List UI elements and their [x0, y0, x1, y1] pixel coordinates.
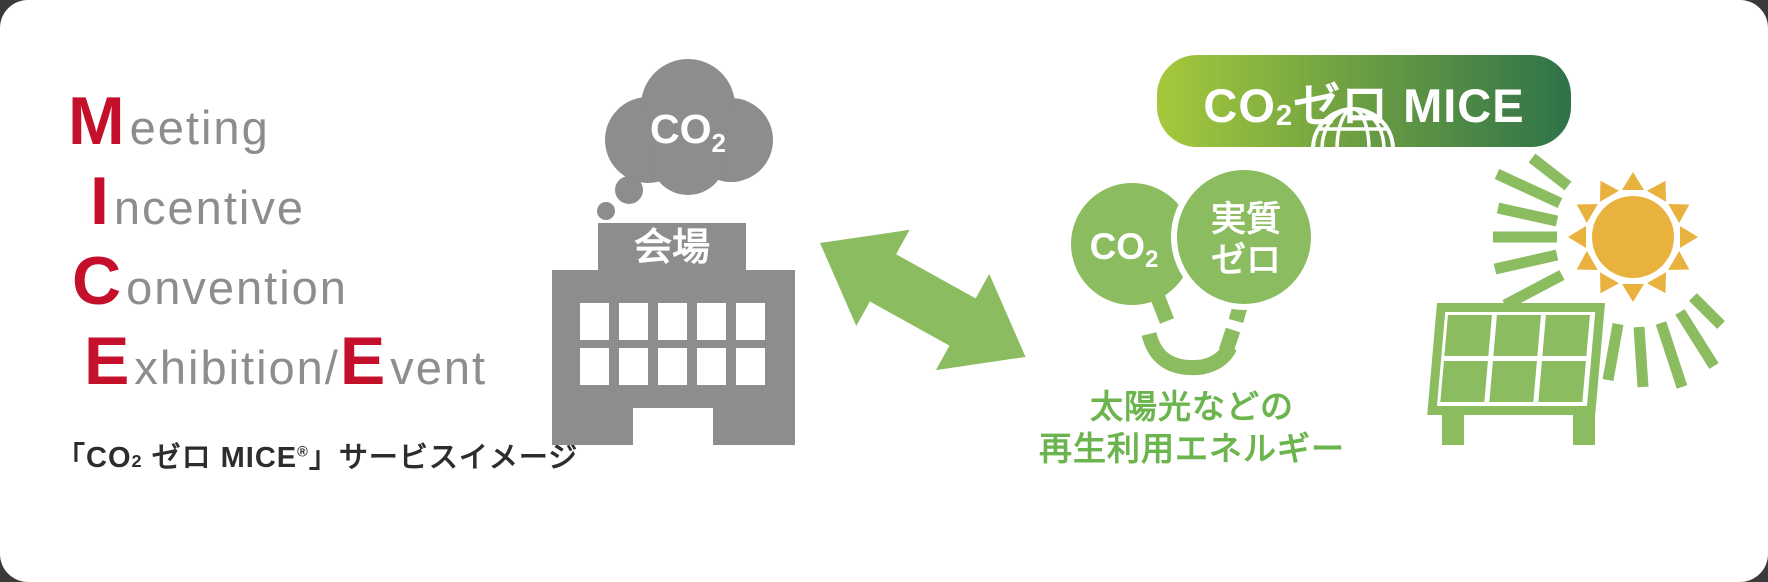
- registered-mark: ®: [297, 444, 309, 461]
- caption-close: 」サービスイメージ: [308, 442, 579, 474]
- solar-panel-icon: [1427, 303, 1605, 445]
- net-zero-line2: ゼロ: [1211, 241, 1281, 280]
- offset-balloons-icon: CO2 実質 ゼロ: [1071, 164, 1317, 376]
- sun-icon: [1568, 172, 1698, 302]
- caption-mid: ゼロ MICE: [142, 442, 298, 474]
- caption-co2-subscript: 2: [131, 451, 143, 471]
- mice-word-rest: ncentive: [113, 181, 305, 234]
- badge-co: CO: [1203, 78, 1276, 132]
- venue-sign-label: 会場: [634, 227, 710, 269]
- mice-initial: I: [90, 163, 109, 239]
- co2-balloon: [1071, 183, 1193, 305]
- venue-building-icon: CO2 会場: [552, 59, 795, 445]
- svg-text:CO2: CO2: [1090, 226, 1159, 273]
- mice-initial: E: [84, 323, 130, 399]
- caption-open: 「CO: [56, 442, 132, 474]
- exchange-double-arrow-icon: [820, 229, 1026, 371]
- globe-icon: [1311, 107, 1395, 147]
- net-zero-line1: 実質: [1211, 200, 1281, 239]
- mice-initial: M: [68, 83, 125, 159]
- renewable-line2: 再生利用エネルギー: [1039, 430, 1345, 467]
- mice-word-rest: xhibition/: [134, 341, 340, 394]
- mice-word-rest: vent: [390, 341, 488, 394]
- badge-zero: ゼロ: [1293, 78, 1390, 132]
- svg-text:CO2: CO2: [650, 106, 726, 158]
- renewable-line1: 太陽光などの: [1090, 388, 1294, 425]
- mice-word-rest: eeting: [129, 101, 270, 154]
- solar-energy-illustration: [1427, 153, 1725, 445]
- badge-mice: MICE: [1403, 78, 1525, 132]
- renewable-energy-label: 太陽光などの 再生利用エネルギー: [1020, 386, 1364, 470]
- mice-word-rest: onvention: [126, 261, 348, 314]
- badge-co2-subscript: 2: [1275, 99, 1294, 132]
- co2-cloud-icon: CO2: [597, 59, 773, 220]
- mice-initial: C: [72, 243, 122, 319]
- mice-initial: E: [339, 323, 386, 399]
- building-shape: 会場: [552, 223, 795, 445]
- sun-rays: [1493, 153, 1725, 389]
- net-zero-balloon: [1171, 164, 1317, 310]
- caption: 「CO2 ゼロ MICE®」サービスイメージ: [56, 434, 578, 476]
